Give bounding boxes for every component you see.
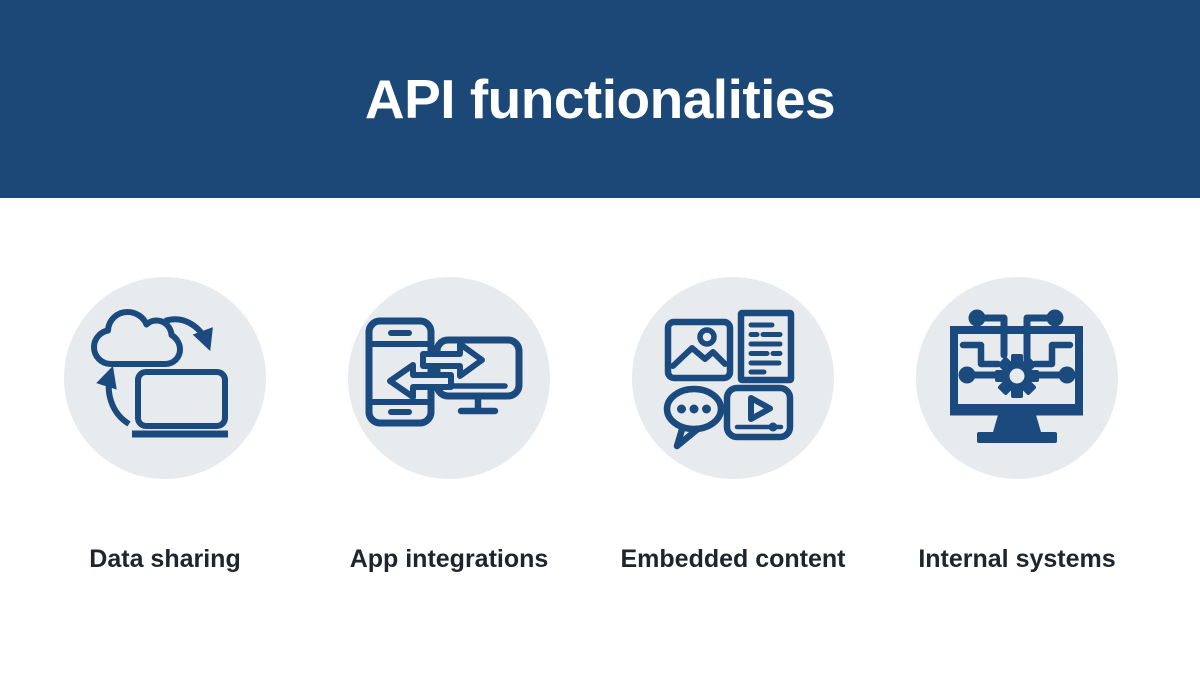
icon-circle-data-sharing xyxy=(64,277,266,479)
cloud-laptop-sync-icon xyxy=(91,309,228,438)
icon-circle-app-integrations xyxy=(348,277,550,479)
feature-internal-systems: Internal systems xyxy=(916,277,1118,574)
phone-monitor-arrows-icon xyxy=(365,317,523,427)
page-title: API functionalities xyxy=(364,68,836,130)
media-content-grid-icon xyxy=(663,309,795,450)
feature-label-embedded-content: Embedded content xyxy=(620,545,846,573)
feature-label-data-sharing: Data sharing xyxy=(89,545,241,573)
icon-circle-internal-systems xyxy=(916,277,1118,479)
feature-label-app-integrations: App integrations xyxy=(349,545,549,573)
feature-app-integrations: App integrations xyxy=(348,277,550,574)
feature-data-sharing: Data sharing xyxy=(64,277,266,574)
features-row: Data sharing xyxy=(0,198,1200,574)
monitor-gear-circuit-icon xyxy=(950,309,1083,443)
feature-embedded-content: Embedded content xyxy=(621,277,846,574)
feature-label-internal-systems: Internal systems xyxy=(918,545,1116,573)
header-band: API functionalities xyxy=(0,0,1200,198)
icon-circle-embedded-content xyxy=(632,277,834,479)
